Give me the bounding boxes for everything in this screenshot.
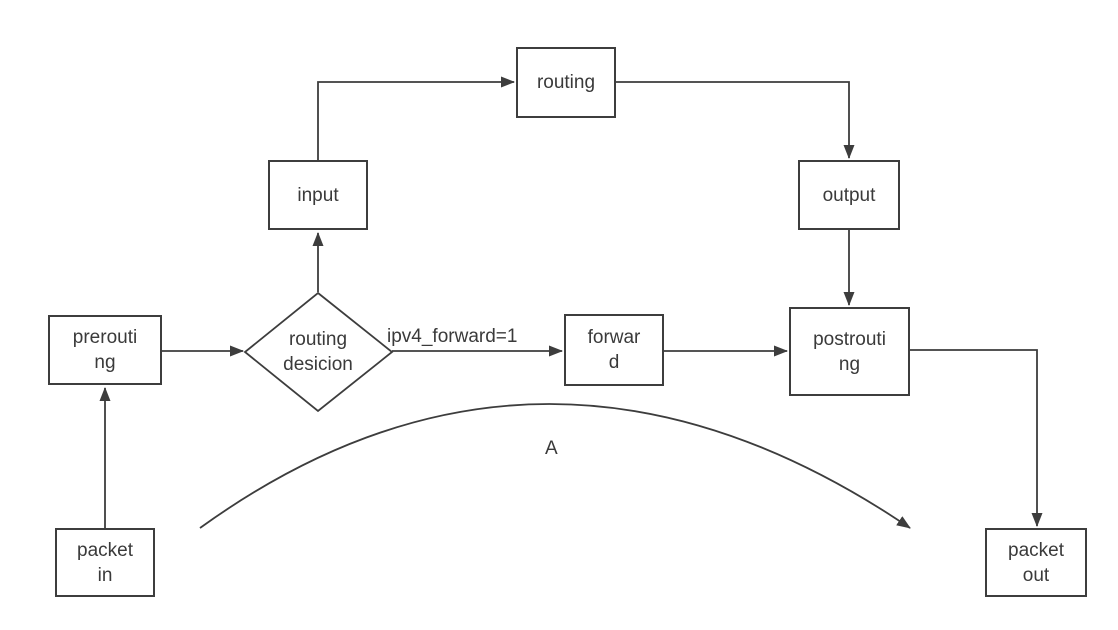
node-forward: forwar d <box>564 314 664 386</box>
node-postrouting: postrouti ng <box>789 307 910 396</box>
edge-routing-output <box>616 81 855 159</box>
node-routing-decision-label: routing desicion <box>283 329 353 375</box>
node-routing: routing <box>516 47 616 118</box>
node-prerouting: prerouti ng <box>48 315 162 385</box>
edge-label-ipv4-forward: ipv4_forward=1 <box>387 326 518 347</box>
routing-decision-diamond <box>243 291 394 413</box>
node-packet-in: packet in <box>55 528 155 597</box>
node-input: input <box>268 160 368 230</box>
edge-input-routing <box>317 76 515 160</box>
node-packet-out: packet out <box>985 528 1087 597</box>
edge-arc-a <box>199 403 911 529</box>
node-output: output <box>798 160 900 230</box>
edge-label-a: A <box>545 438 558 459</box>
edge-postrouting-packetout <box>910 349 1043 527</box>
